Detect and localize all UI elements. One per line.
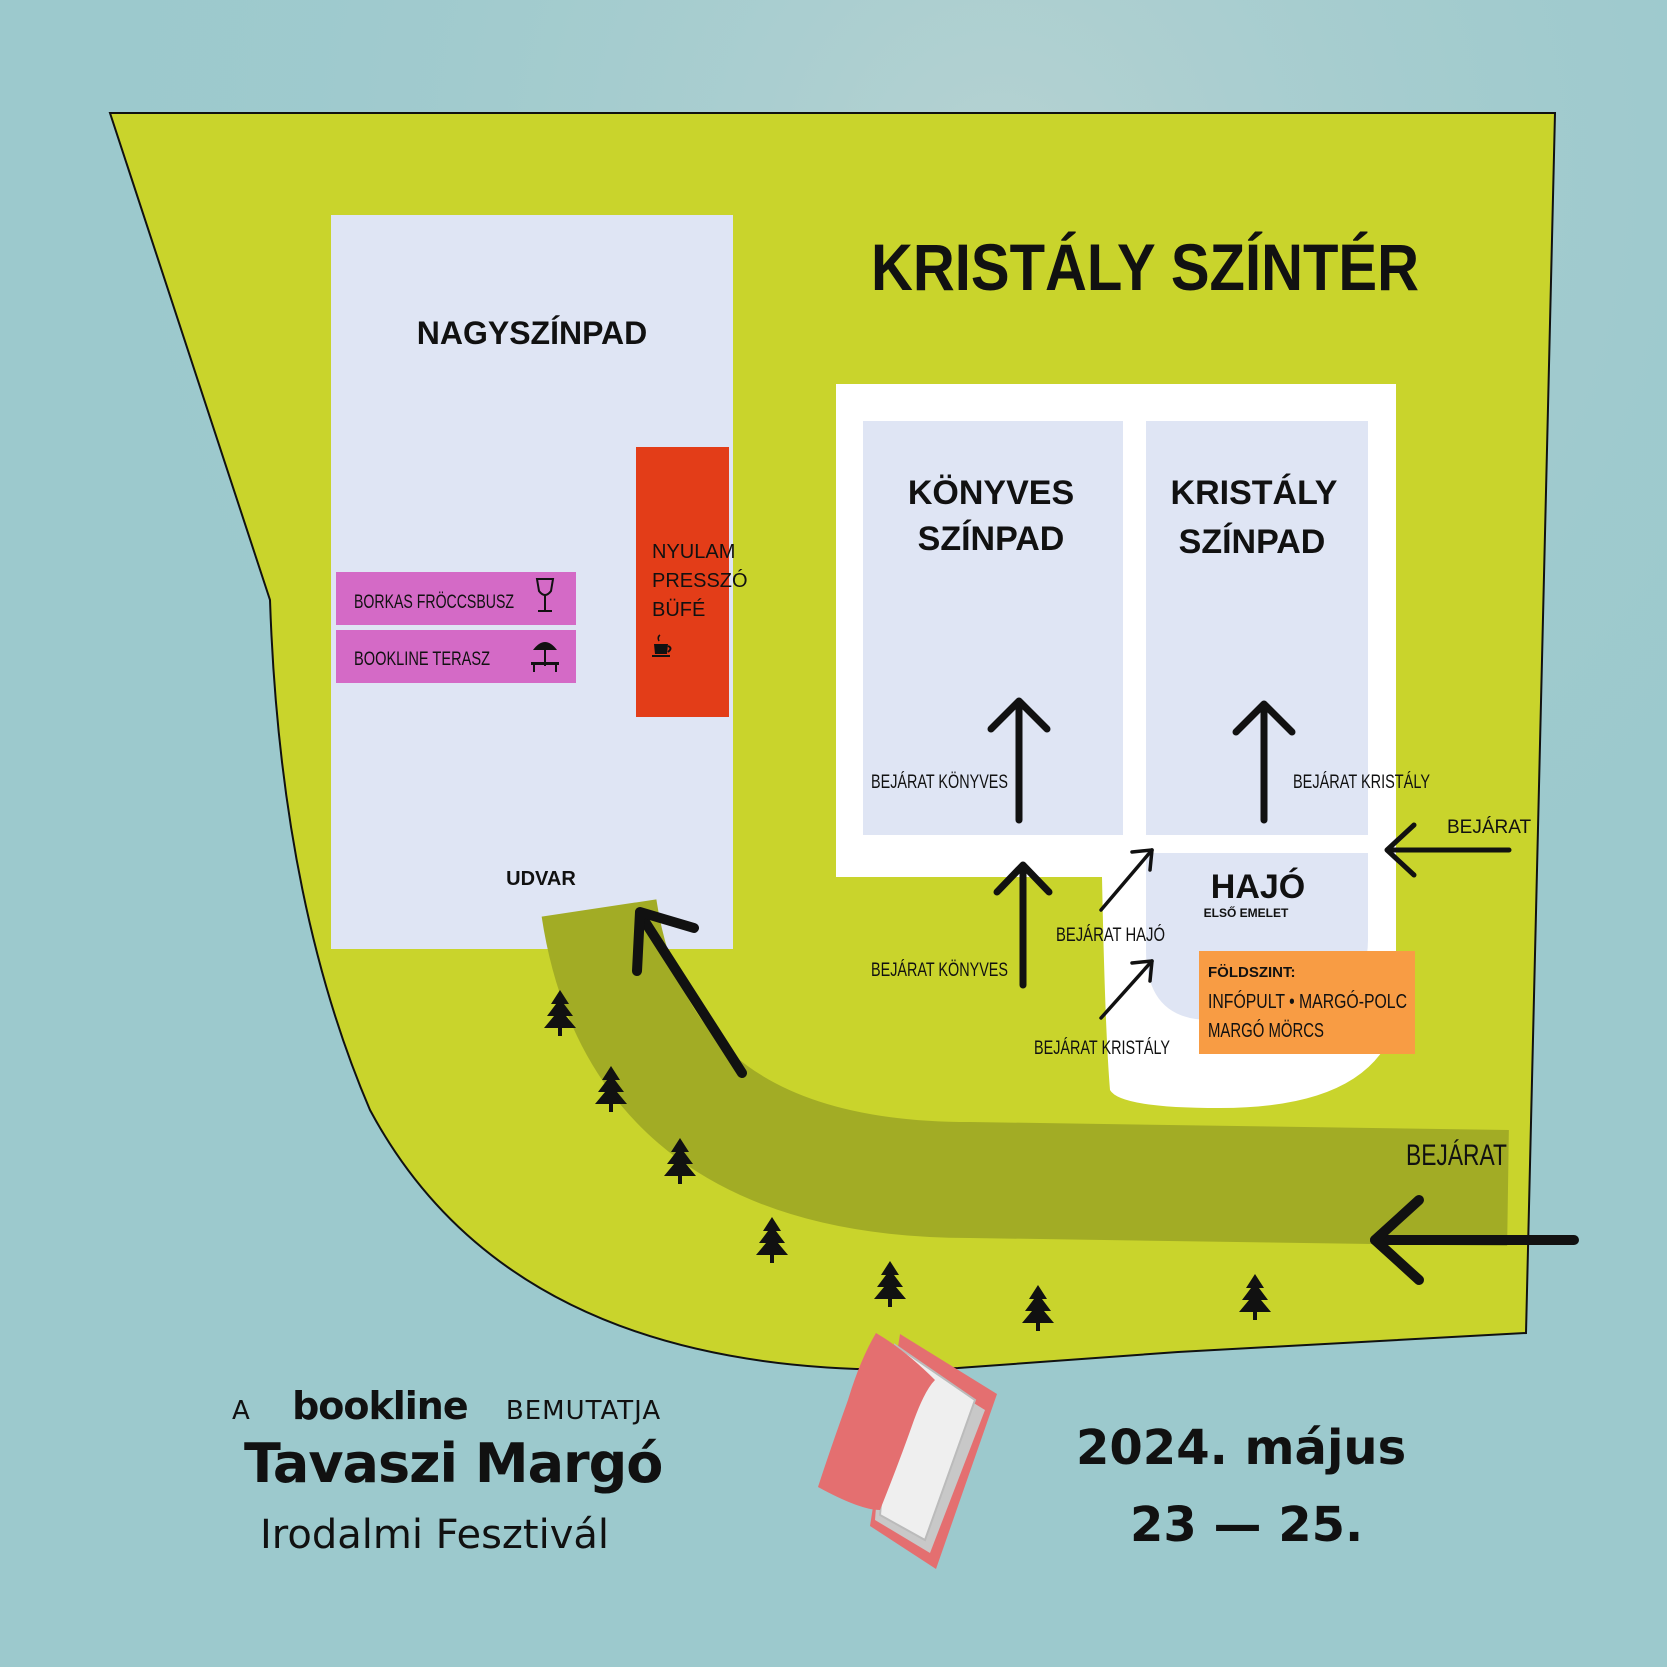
presents-label: BEMUTATJA: [505, 1396, 662, 1426]
kristaly-szinpad-area: [1146, 421, 1368, 835]
bookline-terasz-box[interactable]: [336, 630, 576, 683]
main-path: [541, 898, 1509, 1246]
arrow-icon: [1232, 700, 1296, 824]
event-title: Tavaszi Margó: [244, 1432, 663, 1495]
arrow-icon: [1099, 848, 1154, 912]
arrow-icon: [987, 697, 1051, 824]
date-line-2: 23 — 25.: [1130, 1497, 1364, 1553]
udvar-label: UDVAR: [506, 868, 576, 890]
bookline-terasz-label: BOOKLINE TERASZ: [354, 649, 490, 670]
konyves-szinpad-label-1: KÖNYVES: [908, 474, 1074, 512]
entrance-hajo-label: BEJÁRAT HAJÓ: [1056, 924, 1165, 946]
foldszint-heading: FÖLDSZINT:: [1208, 964, 1296, 981]
foldszint-line1: INFÓPULT • MARGÓ-POLC: [1208, 990, 1407, 1013]
book-icon: [818, 1333, 997, 1569]
date-line-1: 2024. május: [1076, 1420, 1407, 1476]
nyulam-label-2: PRESSZÓ: [652, 569, 748, 592]
nyulam-label-1: NYULAM: [652, 541, 735, 563]
arrow-icon: [1370, 1195, 1579, 1285]
entrance-konyves-outer-label: BEJÁRAT KÖNYVES: [871, 960, 1008, 981]
entrance-main-label: BEJÁRAT: [1406, 1139, 1507, 1172]
presenter-line: A bookline BEMUTATJA: [232, 1384, 661, 1428]
entrance-konyves-inner-label: BEJÁRAT KÖNYVES: [871, 772, 1008, 793]
bookline-logo: bookline: [292, 1384, 469, 1428]
arrow-icon: [1384, 822, 1512, 878]
borkas-label: BORKAS FRÖCCSBUSZ: [354, 592, 514, 613]
umbrella-lounger-icon: [531, 642, 559, 672]
hajo-sublabel: ELSŐ EMELET: [1204, 905, 1289, 920]
borkas-froccsbusz-box[interactable]: [336, 572, 576, 625]
coffee-cup-icon: [652, 634, 672, 657]
arrow-icon: [632, 907, 747, 1078]
konyves-szinpad-label-2: SZÍNPAD: [918, 520, 1065, 558]
event-subtitle: Irodalmi Fesztivál: [260, 1512, 610, 1558]
foldszint-box[interactable]: [1199, 951, 1415, 1054]
nyulam-presszo-box[interactable]: [636, 447, 729, 717]
arrow-icon: [993, 861, 1053, 989]
kristaly-szinpad-label-1: KRISTÁLY: [1171, 474, 1338, 512]
kristaly-szinpad-label-2: SZÍNPAD: [1179, 523, 1326, 561]
foldszint-line2: MARGÓ MÖRCS: [1208, 1019, 1324, 1042]
nagyszinpad-label: NAGYSZÍNPAD: [417, 315, 648, 351]
entrance-side-label: BEJÁRAT: [1447, 817, 1532, 838]
entrance-kristaly-inner-label: BEJÁRAT KRISTÁLY: [1293, 772, 1430, 793]
arrow-icon: [1099, 959, 1154, 1020]
nyulam-label-3: BÜFÉ: [652, 598, 705, 621]
konyves-szinpad-area: [863, 421, 1123, 835]
wine-glass-icon: [535, 578, 555, 612]
entrance-kristaly-outer-label: BEJÁRAT KRISTÁLY: [1034, 1038, 1170, 1059]
map-title: KRISTÁLY SZÍNTÉR: [871, 230, 1419, 304]
hajo-label: HAJÓ: [1211, 868, 1305, 906]
presenter-a: A: [232, 1396, 250, 1426]
